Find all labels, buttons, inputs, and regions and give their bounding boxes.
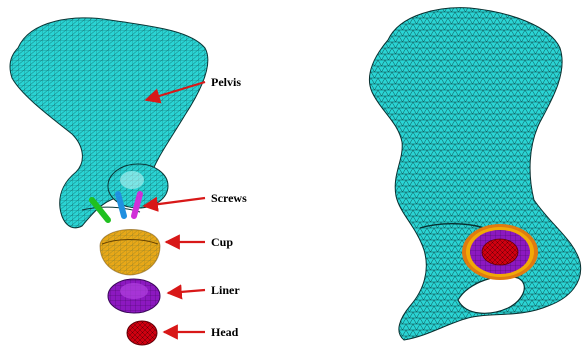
label-screws: Screws (211, 191, 247, 205)
exploded-view (10, 18, 208, 345)
label-head: Head (211, 325, 239, 339)
label-cup: Cup (211, 235, 233, 249)
arrow-liner (168, 290, 205, 293)
label-liner: Liner (211, 283, 240, 297)
label-pelvis: Pelvis (211, 75, 241, 89)
assembled-view (369, 8, 580, 340)
